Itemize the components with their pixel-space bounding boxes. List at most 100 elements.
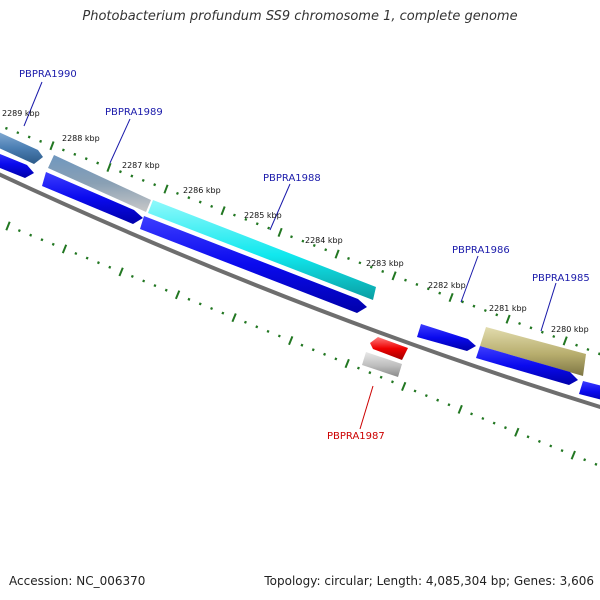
major-tick bbox=[231, 313, 237, 323]
minor-tick bbox=[552, 334, 556, 339]
minor-tick bbox=[290, 235, 293, 239]
minor-tick bbox=[164, 288, 168, 292]
tick-label: 2281 kbp bbox=[489, 304, 527, 313]
major-tick bbox=[457, 404, 463, 414]
cds-arrow[interactable] bbox=[579, 381, 600, 402]
minor-tick bbox=[16, 131, 20, 135]
major-tick bbox=[174, 290, 181, 300]
minor-tick bbox=[255, 222, 259, 226]
gene-label-pbpra1990[interactable]: PBPRA1990 bbox=[19, 69, 77, 80]
cds-arrow[interactable] bbox=[476, 346, 578, 385]
minor-tick bbox=[300, 343, 304, 347]
minor-tick bbox=[529, 326, 533, 330]
leader-pbpra1987 bbox=[359, 385, 374, 430]
minor-tick bbox=[436, 398, 440, 402]
minor-tick bbox=[301, 239, 305, 243]
gene-feature-pbpra1990[interactable] bbox=[0, 128, 43, 164]
minor-tick bbox=[323, 352, 327, 356]
gene-feature-pbpra1989[interactable] bbox=[48, 155, 151, 212]
gene-feature-pbpra1985[interactable] bbox=[480, 327, 586, 376]
cds-arrow[interactable] bbox=[42, 172, 143, 224]
cds-arrow[interactable] bbox=[417, 324, 476, 351]
minor-tick bbox=[61, 148, 65, 152]
minor-tick bbox=[141, 178, 145, 182]
minor-tick bbox=[118, 170, 122, 174]
minor-tick bbox=[232, 213, 236, 217]
minor-tick bbox=[29, 233, 33, 237]
minor-tick bbox=[324, 248, 328, 252]
minor-tick bbox=[583, 458, 587, 462]
cds-arrow[interactable] bbox=[0, 150, 34, 178]
major-tick bbox=[344, 358, 350, 369]
minor-tick bbox=[312, 243, 316, 247]
minor-tick bbox=[560, 449, 564, 453]
minor-tick bbox=[369, 265, 373, 269]
minor-tick bbox=[358, 261, 362, 265]
minor-tick bbox=[96, 161, 100, 165]
major-tick bbox=[448, 292, 454, 303]
minor-tick bbox=[549, 444, 553, 448]
minor-tick bbox=[537, 439, 541, 443]
tick-label: 2284 kbp bbox=[305, 236, 343, 245]
minor-tick bbox=[210, 306, 214, 311]
minor-tick bbox=[586, 347, 590, 352]
minor-tick bbox=[461, 300, 465, 304]
major-tick bbox=[562, 336, 568, 346]
minor-tick bbox=[594, 462, 598, 466]
minor-tick bbox=[221, 311, 225, 315]
major-tick bbox=[49, 141, 55, 151]
minor-tick bbox=[381, 269, 385, 273]
minor-tick bbox=[153, 183, 157, 187]
minor-tick bbox=[175, 191, 179, 195]
leader-pbpra1986 bbox=[460, 255, 479, 303]
tick-label: 2282 kbp bbox=[428, 281, 466, 290]
minor-tick bbox=[470, 412, 474, 416]
cds-track bbox=[0, 150, 600, 402]
major-tick bbox=[505, 314, 511, 324]
minor-tick bbox=[492, 421, 496, 425]
gene-feature-pbpra1988[interactable] bbox=[148, 200, 376, 300]
gene-label-pbpra1987[interactable]: PBPRA1987 bbox=[327, 431, 385, 442]
minor-tick bbox=[526, 435, 530, 439]
tick-track-outer bbox=[4, 126, 600, 356]
minor-tick bbox=[266, 329, 270, 333]
minor-tick bbox=[481, 416, 485, 421]
minor-tick bbox=[17, 229, 21, 233]
gene-label-pbpra1985[interactable]: PBPRA1985 bbox=[532, 273, 590, 284]
tick-label: 2283 kbp bbox=[366, 259, 404, 268]
gene-label-pbpra1989[interactable]: PBPRA1989 bbox=[105, 107, 163, 118]
minor-tick bbox=[187, 196, 191, 200]
minor-tick bbox=[426, 287, 430, 291]
major-tick bbox=[391, 271, 397, 281]
minor-tick bbox=[356, 366, 360, 370]
minor-tick bbox=[518, 321, 522, 326]
gene-feature-gray[interactable] bbox=[362, 352, 402, 377]
minor-tick bbox=[27, 135, 31, 139]
cds-arrow[interactable] bbox=[140, 216, 367, 313]
minor-tick bbox=[503, 426, 507, 430]
minor-tick bbox=[153, 284, 157, 288]
gene-label-pbpra1986[interactable]: PBPRA1986 bbox=[452, 245, 510, 256]
minor-tick bbox=[277, 334, 281, 338]
major-tick bbox=[334, 249, 340, 259]
gene-feature-pbpra1987[interactable] bbox=[370, 337, 408, 360]
chromosome-backbone bbox=[0, 172, 600, 409]
gene-label-pbpra1988[interactable]: PBPRA1988 bbox=[263, 173, 321, 184]
minor-tick bbox=[85, 256, 89, 260]
minor-tick bbox=[379, 375, 383, 379]
minor-tick bbox=[447, 403, 451, 407]
minor-tick bbox=[495, 313, 499, 317]
minor-tick bbox=[438, 291, 442, 295]
map-title: Photobacterium profundum SS9 chromosome … bbox=[82, 9, 518, 24]
major-tick bbox=[118, 267, 124, 277]
tick-label: 2287 kbp bbox=[122, 161, 160, 170]
leader-pbpra1989 bbox=[109, 118, 131, 164]
minor-tick bbox=[96, 261, 100, 265]
leader-pbpra1990 bbox=[23, 81, 43, 127]
leader-pbpra1988 bbox=[269, 183, 291, 231]
minor-tick bbox=[415, 282, 419, 286]
major-tick bbox=[220, 206, 226, 216]
minor-tick bbox=[198, 200, 202, 204]
